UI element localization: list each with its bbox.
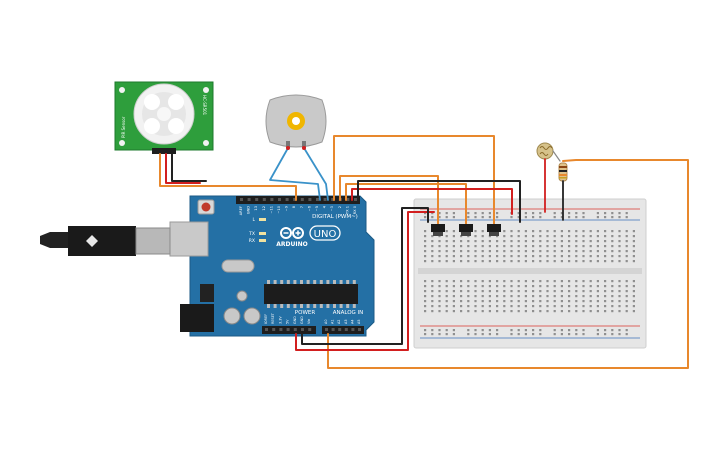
breadboard-holes (424, 212, 635, 336)
analog-header (322, 326, 364, 334)
digital-pin-label: 7 (300, 206, 304, 208)
digital-pin-label: ~3 (330, 206, 334, 211)
led-rx-label: RX (249, 238, 255, 244)
pir-header (152, 148, 176, 154)
wire-red[interactable] (295, 211, 435, 351)
digital-pin-label: RX 0 (353, 205, 357, 214)
led-rx (259, 239, 266, 242)
arduino-brand: ARDUINO (276, 241, 307, 248)
analog-pin-label: A1 (331, 320, 335, 324)
wire-blue[interactable] (269, 147, 321, 201)
power-pin-label: 5V (286, 319, 290, 324)
wire-black[interactable] (357, 180, 521, 223)
reset-button-cap (201, 202, 211, 212)
resistor-icon[interactable] (558, 162, 568, 182)
power-pin-label: GND (300, 316, 304, 324)
digital-pin-label: 2 (338, 206, 342, 208)
power-pin-label: Vin (307, 319, 311, 324)
digital-pin-label: ~6 (307, 205, 311, 211)
power-pin-label: RESET (271, 312, 275, 324)
wire-red[interactable] (165, 153, 201, 184)
led-l (259, 218, 266, 221)
analog-pin-label: A5 (357, 320, 361, 324)
digital-label: DIGITAL (PWM~) (312, 214, 358, 220)
dc-motor-icon[interactable] (265, 94, 327, 148)
analog-pin-label: A4 (350, 320, 354, 324)
arduino-model: UNO (314, 229, 337, 240)
photoresistor-icon[interactable] (536, 142, 554, 160)
pir-label-left: PIR Sensor (121, 116, 126, 138)
digital-pin-label: AREF (239, 206, 243, 215)
usb-port (169, 221, 209, 257)
wire-black[interactable] (301, 207, 429, 345)
arduino-logo-icon (280, 227, 304, 239)
capacitor (223, 307, 241, 325)
chip-pins (267, 280, 356, 308)
capacitor (236, 290, 248, 302)
analog-pin-label: A2 (337, 320, 341, 324)
usb-cable-icon[interactable] (40, 226, 171, 256)
power-pin-label: IOREF (264, 314, 268, 324)
pir-sensor[interactable]: HC-SR501 PIR Sensor (114, 81, 214, 154)
analog-pin-label: A0 (324, 320, 328, 324)
power-pin-holes (265, 328, 312, 331)
power-pin-label: GND (293, 316, 297, 324)
capacitor (243, 307, 261, 325)
transistor-icon[interactable] (487, 224, 501, 236)
digital-header (236, 196, 360, 204)
digital-pin-label: ~9 (285, 205, 289, 211)
digital-pin-label: 13 (254, 206, 258, 211)
pir-label-right: HC-SR501 (202, 95, 207, 116)
wire-orange[interactable] (159, 153, 297, 201)
analog-label: ANALOG IN (333, 310, 364, 316)
power-pin-label: 3.3V (278, 316, 282, 324)
wire-orange[interactable] (345, 183, 467, 225)
analog-pin-label: A3 (344, 320, 348, 324)
wire-orange[interactable] (339, 175, 439, 225)
breadboard[interactable] (413, 198, 647, 349)
analog-pin-holes (325, 328, 361, 331)
led-tx-label: TX (248, 231, 255, 237)
voltage-regulator (200, 284, 214, 302)
wire-black[interactable] (171, 153, 207, 182)
digital-pin-label: 4 (323, 205, 327, 208)
power-jack (180, 304, 214, 332)
digital-pin-label: 8 (292, 205, 296, 208)
digital-pin-label: ~5 (315, 206, 319, 211)
digital-pin-label: ~11 (269, 206, 273, 214)
led-l-label: L (252, 217, 255, 223)
wires (159, 135, 689, 369)
digital-pin-label: GND (247, 206, 251, 214)
wire-red[interactable] (351, 188, 513, 215)
power-label: POWER (295, 310, 316, 316)
crystal (221, 259, 255, 273)
digital-pin-label: TX 1 (345, 206, 349, 215)
wire-orange[interactable] (327, 159, 689, 369)
led-tx (259, 232, 266, 235)
digital-pin-label: 12 (262, 206, 266, 211)
wire-blue[interactable] (303, 147, 329, 201)
transistor-icon[interactable] (459, 224, 473, 236)
uno-badge (309, 225, 341, 241)
atmega-chip (264, 284, 358, 304)
transistor-icon[interactable] (431, 224, 445, 236)
digital-pin-label: ~10 (277, 205, 281, 213)
